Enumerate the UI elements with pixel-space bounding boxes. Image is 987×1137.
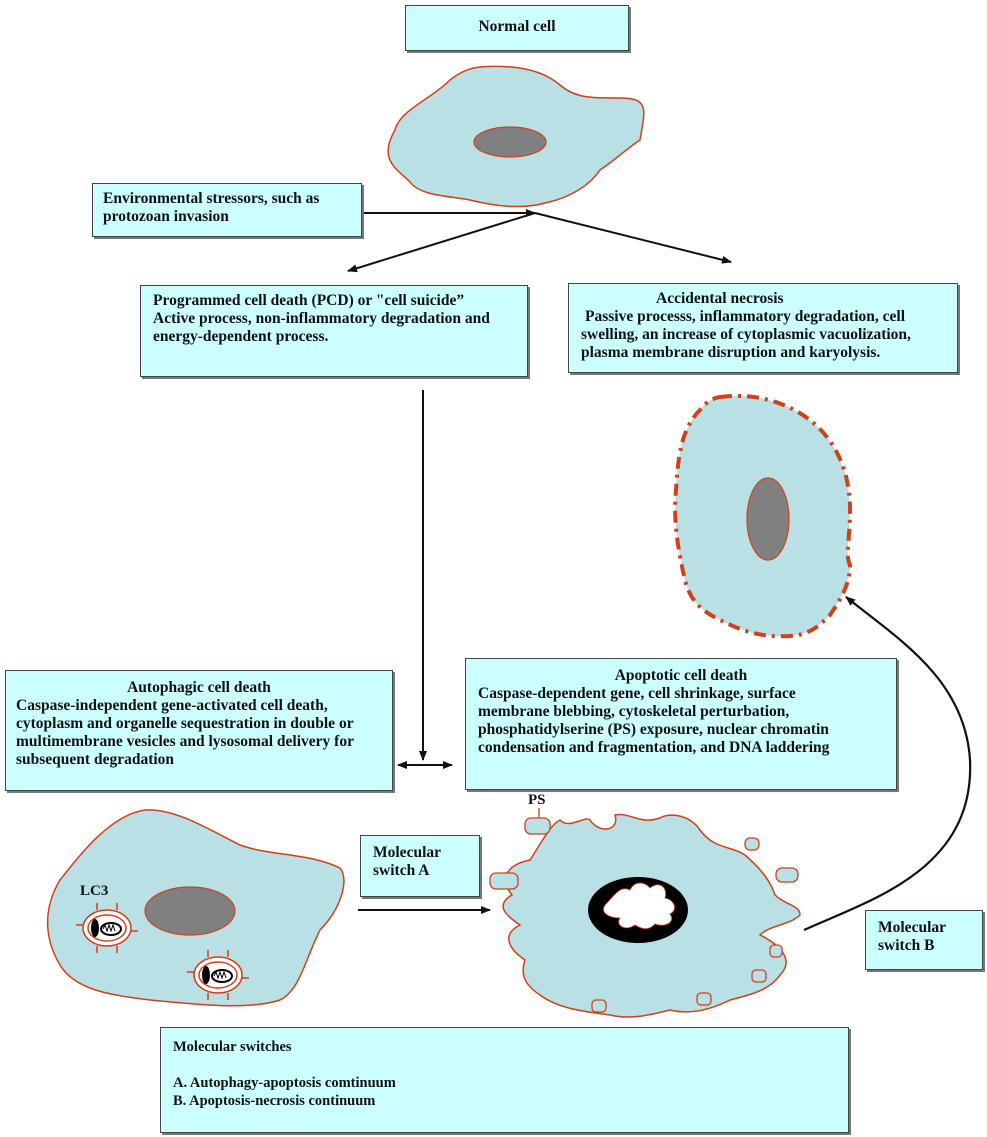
- necrotic-cell-nucleus: [746, 477, 790, 561]
- legend-item: B. Apoptosis-necrosis continuum: [173, 1093, 376, 1109]
- necrosis-line: swelling, an increase of cytoplasmic vac…: [581, 326, 911, 343]
- stressor-line: Environmental stressors, such as: [103, 190, 320, 207]
- stressor-box: Environmental stressors, such as protozo…: [92, 183, 362, 237]
- autophagosome: [76, 903, 138, 953]
- lc3-label: LC3: [80, 883, 109, 899]
- necrosis-line: plasma membrane disruption and karyolysi…: [581, 344, 881, 361]
- apoptotic-heading: Apoptotic cell death: [614, 667, 748, 684]
- normal-cell-nucleus: [473, 126, 547, 158]
- autophagic-line: multimembrane vesicles and lysosomal del…: [16, 733, 354, 750]
- stressor-line: protozoan invasion: [103, 208, 229, 225]
- normal-cell: [387, 65, 645, 208]
- apoptotic-cell: [489, 808, 801, 1018]
- switch-b-box: Molecular switch B: [865, 910, 983, 970]
- autophagic-box: Autophagic cell death Caspase-independen…: [5, 670, 393, 791]
- autophagic-heading: Autophagic cell death: [127, 679, 271, 696]
- legend-heading: Molecular switches: [173, 1039, 292, 1055]
- pcd-line: energy-dependent process.: [153, 328, 329, 345]
- switch-a-line: switch A: [373, 862, 430, 879]
- switch-a-box: Molecular switch A: [360, 835, 480, 897]
- apoptotic-box: Apoptotic cell death Caspase-dependent g…: [465, 658, 897, 790]
- switch-b-line: Molecular: [878, 919, 947, 936]
- autophagic-line: subsequent degradation: [16, 751, 175, 768]
- pcd-line: Active process, non-inflammatory degrada…: [153, 310, 490, 327]
- apoptotic-bleb: [489, 817, 799, 1013]
- normal-cell-title: Normal cell: [478, 18, 556, 35]
- legend-item: A. Autophagy-apoptosis comtinuum: [173, 1075, 396, 1091]
- apoptotic-line: phosphatidylserine (PS) exposure, nuclea…: [478, 721, 829, 738]
- switch-a-line: Molecular: [373, 844, 442, 861]
- legend-box: Molecular switches A. Autophagy-apoptosi…: [160, 1027, 849, 1133]
- autophagic-cell-nucleus: [144, 886, 236, 936]
- apoptotic-line: Caspase-dependent gene, cell shrinkage, …: [478, 685, 796, 702]
- autophagic-line: cytoplasm and organelle sequestration in…: [16, 715, 354, 732]
- pcd-arrow: [347, 212, 536, 273]
- apoptotic-line: condensation and fragmentation, and DNA …: [478, 739, 830, 756]
- autophagic-line: Caspase-independent gene-activated cell …: [16, 697, 328, 714]
- necrosis-box: Accidental necrosis Passive processs, in…: [568, 283, 958, 373]
- apoptotic-line: membrane blebbing, cytoskeletal perturba…: [478, 703, 790, 720]
- fragmented-chromatin: [603, 882, 675, 930]
- necrotic-cell: [673, 394, 853, 639]
- necrosis-line: Passive processs, inflammatory degradati…: [585, 308, 906, 325]
- normal-cell-box: Normal cell: [405, 5, 629, 51]
- ps-label: PS: [528, 792, 546, 808]
- autophagosome: [187, 950, 249, 1000]
- switch-b-arrow: [803, 596, 972, 932]
- switch-b-line: switch B: [878, 937, 935, 954]
- necrosis-heading: Accidental necrosis: [656, 290, 784, 307]
- autophagic-cell: [46, 809, 345, 1007]
- necrosis-arrow: [534, 212, 732, 264]
- pcd-box: Programmed cell death (PCD) or "cell sui…: [140, 285, 528, 377]
- pcd-line: Programmed cell death (PCD) or "cell sui…: [153, 292, 465, 309]
